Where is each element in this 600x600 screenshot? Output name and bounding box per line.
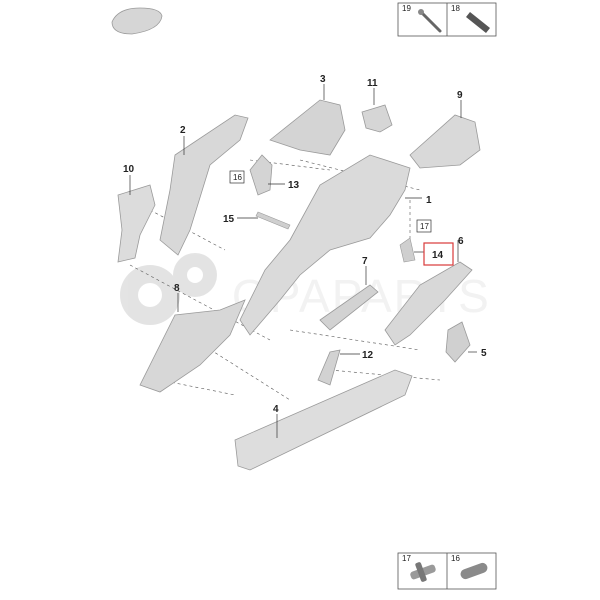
part-6-wheel-arch[interactable] (384, 261, 473, 346)
part-3-bracket[interactable] (269, 99, 346, 156)
callout-5[interactable]: 5 (481, 348, 487, 359)
callout-12[interactable]: 12 (362, 350, 374, 361)
legend-bottom: 17 16 (397, 552, 497, 590)
callout-4[interactable]: 4 (273, 404, 279, 415)
callout-8[interactable]: 8 (174, 283, 180, 294)
callout-14: 14 (432, 250, 444, 261)
grommet-part[interactable] (111, 7, 163, 35)
callout-1[interactable]: 1 (426, 195, 432, 206)
part-4-sill[interactable] (234, 369, 413, 471)
legend-top: 19 18 (397, 2, 497, 37)
callout-13[interactable]: 13 (288, 180, 300, 191)
highlighted-callout-14[interactable]: 14 (423, 242, 454, 266)
callout-2[interactable]: 2 (180, 125, 186, 136)
callout-labels: 1 2 3 4 5 6 7 8 9 10 11 12 13 15 (123, 74, 487, 415)
part-12-brace[interactable] (317, 349, 341, 386)
stud-pin-icon (460, 562, 488, 580)
leader-lines (129, 84, 477, 438)
callout-6[interactable]: 6 (458, 236, 464, 247)
boxed-reference-17: 17 (416, 219, 432, 233)
highlight-box (423, 242, 454, 266)
part-8-rocker-inner[interactable] (139, 299, 246, 393)
rivet-tool-icon (418, 9, 442, 33)
boxed-reference-label: 16 (233, 173, 242, 182)
part-14-plate[interactable] (399, 237, 416, 263)
callout-15[interactable]: 15 (223, 214, 235, 225)
part-10-pillar[interactable] (117, 184, 156, 263)
sealant-tube-icon (466, 12, 490, 33)
blind-rivet-icon (410, 562, 436, 582)
callout-11[interactable]: 11 (367, 78, 378, 89)
legend-number: 18 (451, 4, 460, 13)
part-9-panel[interactable] (409, 114, 481, 169)
boxed-reference-label: 17 (420, 222, 429, 231)
legend-number: 16 (451, 554, 460, 563)
callout-3[interactable]: 3 (320, 74, 326, 85)
part-11-bracket[interactable] (361, 104, 393, 133)
part-13-bracket[interactable] (249, 154, 273, 196)
part-1-quarter-panel[interactable] (239, 154, 411, 336)
callout-9[interactable]: 9 (457, 90, 463, 101)
legend-number: 17 (402, 554, 411, 563)
part-15-strip[interactable] (255, 211, 291, 230)
callout-7[interactable]: 7 (362, 256, 368, 267)
callout-10[interactable]: 10 (123, 164, 135, 175)
boxed-reference-16: 16 (229, 170, 245, 184)
part-2-pillar[interactable] (159, 114, 249, 256)
part-7-brace[interactable] (319, 284, 379, 331)
part-5-bracket[interactable] (445, 321, 471, 363)
legend-number: 19 (402, 4, 411, 13)
